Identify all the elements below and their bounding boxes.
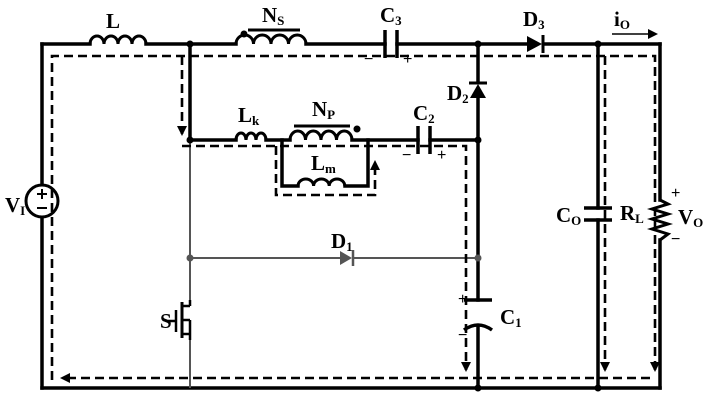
inductor-Np [288,129,354,141]
inductor-Lk [234,131,268,141]
label-VI: VI [5,193,25,218]
c2-plus: + [437,147,446,164]
junction-dots [186,40,602,392]
label-L: L [106,9,120,33]
vo-minus: − [671,231,680,248]
label-io: iO [614,7,630,32]
resistor-RL [646,198,674,242]
diode-D1 [340,250,355,266]
diode-D2 [469,81,487,98]
label-Lk: Lk [238,103,260,128]
label-Np: NP [312,97,335,122]
c3-minus: − [364,51,373,68]
inductor-Ns [234,33,308,45]
label-C3: C3 [380,3,402,28]
voltage-source-VI [24,183,60,219]
component-labels: L NS C3 D3 iO D2 Lk NP C2 Lm VI D1 CO RL… [5,3,703,333]
mosfet-switch-S [168,300,192,340]
c3-plus: + [403,51,412,68]
label-S: S [160,309,172,333]
c2-minus: − [402,147,411,164]
inductor-L [88,34,148,45]
label-D1: D1 [331,229,353,254]
label-Lm: Lm [311,151,336,176]
label-C1: C1 [500,305,522,330]
label-D2: D2 [447,81,469,106]
label-C2: C2 [413,101,435,126]
capacitor-C2 [416,126,432,154]
label-RL: RL [620,201,644,226]
label-Ns: NS [262,3,284,28]
label-VO: VO [678,205,703,230]
ns-dot [240,30,248,38]
capacitor-C1 [462,298,494,332]
capacitor-C3 [383,30,399,58]
current-path-arrows [50,29,660,383]
c1-plus: + [458,291,467,308]
inductor-Lm [296,177,347,187]
vo-plus: + [671,185,680,202]
label-Co: CO [556,203,581,228]
polarity-marks: − + − + + − + − [364,51,680,344]
c1-minus: − [458,327,467,344]
capacitor-Co [584,206,612,222]
label-D3: D3 [523,7,545,32]
diode-D3 [527,35,545,53]
np-dot [353,125,361,133]
circuit-wires [40,42,662,390]
